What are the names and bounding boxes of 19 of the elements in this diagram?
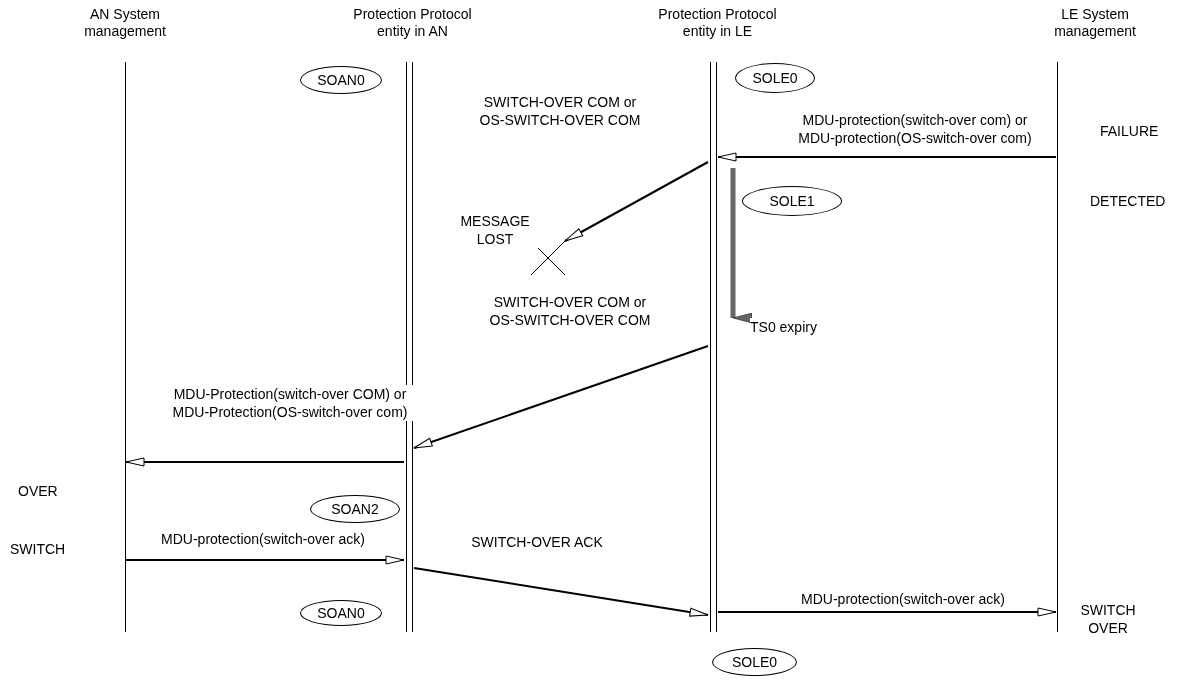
note-text: TS0 expiry bbox=[750, 318, 817, 336]
state-ellipse: SOAN0 bbox=[300, 600, 382, 626]
arrow bbox=[413, 345, 709, 449]
cross-mark bbox=[530, 240, 566, 276]
arrow bbox=[564, 161, 709, 242]
state-ellipse: SOAN0 bbox=[300, 66, 382, 94]
state-ellipse: SOAN2 bbox=[310, 495, 400, 523]
participant-label: Protection Protocol entity in LE bbox=[657, 6, 778, 40]
arrow bbox=[413, 567, 709, 617]
participant-label: AN System management bbox=[83, 6, 167, 40]
arrow bbox=[125, 457, 405, 467]
participant-label: Protection Protocol entity in AN bbox=[352, 6, 473, 40]
state-ellipse: SOLE0 bbox=[712, 648, 797, 676]
arrow bbox=[717, 607, 1057, 617]
arrow bbox=[717, 152, 1057, 162]
state-ellipse: SOLE0 bbox=[735, 63, 815, 93]
state-ellipse: SOLE1 bbox=[742, 186, 842, 216]
participant-label: LE System management bbox=[1053, 6, 1137, 40]
arrow bbox=[125, 555, 405, 565]
